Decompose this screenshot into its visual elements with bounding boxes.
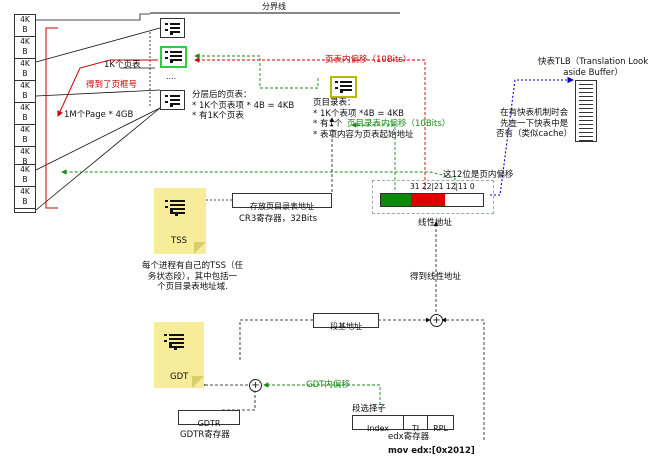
selector-title: 段选择子 [352, 404, 387, 414]
tlb-entry [579, 88, 593, 89]
page-table-dots: .... [166, 72, 177, 81]
dir-bits [381, 194, 411, 206]
gdt-lines-icon [164, 332, 184, 352]
physical-memory: 4KB4KB4KB4KB4KB4KB4KB4KB4KB4KB4KB [14, 14, 36, 214]
tlb-entry [579, 92, 593, 93]
gdt-fold [192, 376, 204, 388]
tlb-entry [579, 124, 593, 125]
tss-fold [194, 242, 206, 254]
tss-label: TSS [171, 236, 187, 246]
selector-index: Index [366, 424, 390, 433]
page-directory-icon [330, 76, 357, 98]
cr3-description: CR3寄存器，32Bits [239, 214, 318, 224]
tlb-rows [576, 84, 596, 141]
gdt-offset-label: GDT内偏移 [306, 380, 350, 390]
linear-address-label: 线性地址 [418, 218, 453, 228]
selector-rpl: RPL [433, 424, 448, 433]
gdt-adder: + [249, 379, 262, 392]
page-directory-note: 页目录表： * 1K个表项 *4B = 4KB * 有1个 * 表项内容为页表起… [313, 98, 414, 140]
page-table-selected-icon [160, 46, 187, 68]
get-linear-address-label: 得到线性地址 [410, 272, 462, 282]
mov-instruction: mov edx:[0x2012] [388, 446, 475, 456]
page-offset-label: 页表内偏移（10Bits） [325, 55, 412, 65]
tlb-entry [579, 136, 593, 137]
segment-selector: Index TI RPL [352, 415, 454, 433]
table-bits [411, 194, 445, 206]
page-count-label: 1M个Page * 4GB [64, 110, 134, 120]
tlb-entry [579, 108, 593, 109]
tlb-entry [579, 104, 593, 105]
tlb-entry [579, 96, 593, 97]
linear-address-bar [380, 193, 484, 207]
gdt-label: GDT [170, 372, 189, 382]
tlb-entry [579, 112, 593, 113]
edx-register-label: edx寄存器 [388, 432, 430, 442]
tlb-table [575, 80, 597, 142]
got-page-frame-label: 得到了页框号 [86, 80, 138, 90]
selector-ti: TI [411, 424, 420, 433]
segment-base-box: 段基地址 [313, 313, 379, 331]
page-table-icon [160, 18, 185, 38]
page-dir-offset-label: 页目录表内偏移（10Bits） [347, 119, 451, 129]
tlb-entry [579, 132, 593, 133]
offset12-label: 这12位是页内偏移 [443, 170, 514, 180]
tss-lines-icon [165, 198, 185, 218]
tlb-entry [579, 140, 593, 141]
tlb-entry [579, 116, 593, 117]
tss-description: 每个进程有自己的TSS（任 务状态段），其中包括一 个页目录表地址域. [142, 261, 243, 293]
split-page-table-note: 分层后的页表： * 1K个页表项 * 4B = 4KB * 有1K个页表 [192, 90, 295, 122]
tlb-title: 快表TLB（Translation Look aside Buffer） [538, 57, 649, 78]
gdtr-description: GDTR寄存器 [180, 430, 230, 440]
tlb-entry [579, 128, 593, 129]
page-table-icon [160, 90, 185, 110]
tlb-entry [579, 100, 593, 101]
bit-range-labels: 31 22|21 12|11 0 [410, 182, 475, 191]
tlb-entry [579, 120, 593, 121]
gdtr-register: GDTR [178, 410, 240, 428]
address-adder: + [430, 314, 443, 327]
cr3-register: 存放页目录表地址 [232, 193, 332, 211]
linear-address-frame [372, 180, 494, 214]
page-table-count-label: 1K个页表 [104, 60, 141, 70]
tlb-note: 在有快表机制时会 先查一下快表中是 否有（类似cache） [496, 108, 573, 140]
tlb-entry [579, 84, 593, 85]
separator-label: 分界线 [262, 2, 286, 11]
